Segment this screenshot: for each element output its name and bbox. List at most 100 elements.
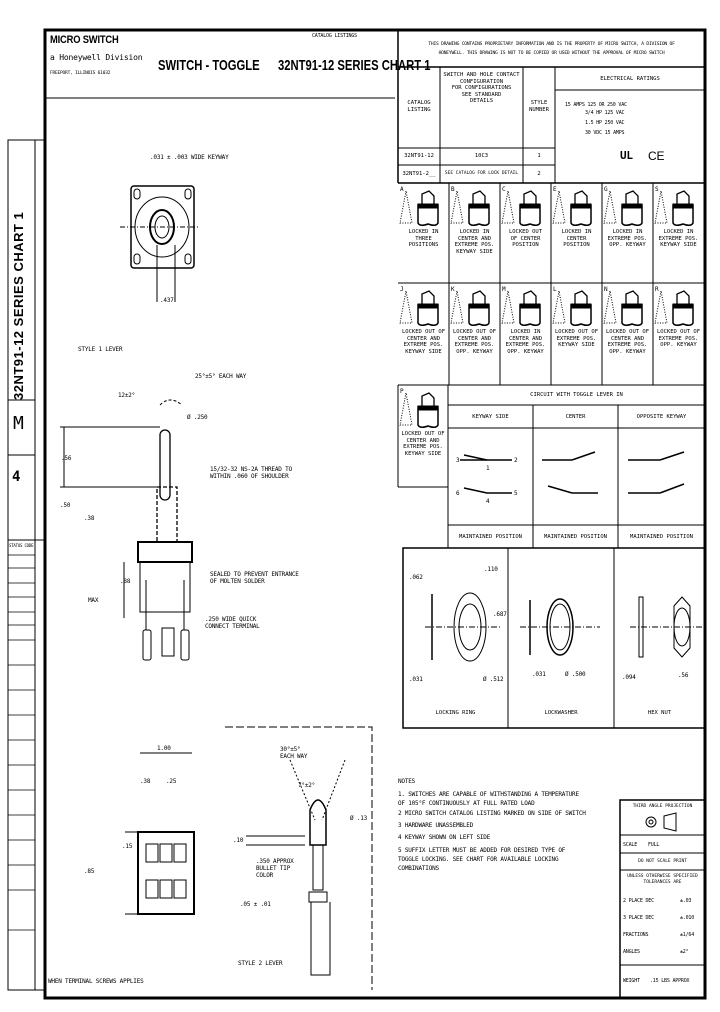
- toggle-lock-cell: L LOCKED OUT OF EXTREME POS. KEYWAY SIDE: [551, 283, 602, 383]
- lock-label: LOCKED OUT OF CENTER AND EXTREME POS. OP…: [605, 329, 650, 355]
- lock-letter: K: [451, 286, 455, 293]
- header-configuration: SWITCH AND HOLE CONTACT CONFIGURATION FO…: [443, 72, 520, 104]
- dim-10: .10: [233, 837, 244, 844]
- travel-triangle-icon: [399, 290, 413, 324]
- row2-listing: 32NT91-2__: [402, 171, 436, 177]
- tip-note: .350 APPROX BULLET TIP COLOR: [256, 858, 294, 879]
- toggle-lock-icon: [399, 290, 439, 327]
- brand-logo: MICRO SWITCH: [50, 34, 119, 46]
- lever-dia: Ø .250: [187, 414, 208, 421]
- sheet-number: 4: [12, 469, 21, 485]
- bushing-icon: [417, 304, 439, 327]
- row1-style: 1: [537, 153, 541, 159]
- tolerance-value: ±.03: [680, 898, 692, 904]
- note-1: 1. SWITCHES ARE CAPABLE OF WITHSTANDING …: [398, 791, 579, 807]
- lock-label: LOCKED IN CENTER AND EXTREME POS. OPP. K…: [505, 329, 546, 355]
- lock-letter: C: [502, 186, 506, 193]
- toggle-lock-icon: [399, 190, 439, 227]
- circuit-footer-2: MAINTAINED POSITION: [544, 534, 607, 540]
- nut-dim-2: .56: [678, 672, 689, 679]
- tolerance-value: ±.010: [680, 915, 695, 921]
- lock-cam-icon: [574, 190, 588, 204]
- bushing-icon: [417, 204, 439, 227]
- bushing-icon: [570, 204, 592, 227]
- lock-cam-icon: [676, 190, 690, 204]
- max-label: MAX: [88, 597, 99, 604]
- lock-letter: M: [502, 286, 506, 293]
- nut-dim-1: .094: [622, 674, 636, 681]
- washer-dim-2: Ø .500: [565, 671, 586, 678]
- terminal-4: 4: [486, 498, 490, 505]
- chart-title: 32NT91-12 SERIES CHART 1: [278, 57, 431, 74]
- tolerance-label: ANGLES: [623, 949, 640, 955]
- lock-label: LOCKED OUT OF CENTER AND EXTREME POS. KE…: [401, 431, 445, 457]
- travel-triangle-icon: [501, 190, 515, 224]
- circuit-footer-3: MAINTAINED POSITION: [630, 534, 693, 540]
- toggle-lock-icon: [450, 190, 490, 227]
- projection-label: THIRD ANGLE PROJECTION: [632, 804, 693, 809]
- toggle-lock-cell: S LOCKED IN EXTREME POS. KEYWAY SIDE: [653, 183, 704, 283]
- lock-cam-icon: [625, 190, 639, 204]
- address: FREEPORT, ILLINOIS 61032: [50, 71, 111, 76]
- rating-4: 30 VDC 15 AMPS: [585, 130, 625, 136]
- style2-label: STYLE 2 LEVER: [238, 960, 283, 967]
- notes-title: NOTES: [398, 778, 416, 785]
- lock-letter: A: [400, 186, 404, 193]
- terminal-5: 5: [514, 490, 518, 497]
- division-name: a Honeywell Division: [50, 53, 143, 62]
- drawing-title: SWITCH - TOGGLE: [158, 57, 260, 74]
- ring-dim-2: .110: [484, 566, 498, 573]
- tolerance-label: FRACTIONS: [623, 932, 649, 938]
- lockwasher-label: LOCKWASHER: [544, 710, 578, 716]
- bushing-icon: [417, 406, 439, 429]
- lock-label: LOCKED OUT OF CENTER AND EXTREME POS. OP…: [452, 329, 497, 355]
- side-strip-title: 32NT91-12 SERIES CHART 1: [11, 211, 26, 400]
- circuit-col-keyway: KEYWAY SIDE: [472, 414, 509, 420]
- lock-letter: E: [553, 186, 557, 193]
- bushing-icon: [570, 304, 592, 327]
- travel-triangle-icon: [603, 190, 617, 224]
- row1-listing: 32NT91-12: [404, 153, 434, 159]
- note-4: 4 KEYWAY SHOWN ON LEFT SIDE: [398, 834, 491, 841]
- dim-38: .38: [140, 778, 151, 785]
- travel-triangle-icon: [399, 392, 413, 426]
- weight-label: WEIGHT: [623, 978, 640, 984]
- keyway-dim: .437: [160, 297, 174, 304]
- header-electrical-ratings: ELECTRICAL RATINGS: [600, 76, 660, 82]
- lock-letter: L: [553, 286, 557, 293]
- style2-side: Ø .13: [350, 815, 368, 822]
- toggle-lock-icon: [654, 190, 694, 227]
- tolerance-value: ±1/64: [680, 932, 695, 938]
- lock-cam-icon: [523, 290, 537, 304]
- ring-dim-3: .687: [493, 611, 507, 618]
- hex-nut-label: HEX NUT: [647, 710, 672, 716]
- toggle-lock-cell: A LOCKED IN THREE POSITIONS: [398, 183, 449, 283]
- circuit-col-center: CENTER: [565, 414, 586, 420]
- lock-label: LOCKED OUT OF EXTREME POS. OPP. KEYWAY: [656, 329, 701, 348]
- style2-dim: .05 ± .01: [240, 901, 271, 908]
- bushing-icon: [672, 304, 694, 327]
- tolerance-label: 3 PLACE DEC: [623, 915, 654, 921]
- toggle-lock-cell: M LOCKED IN CENTER AND EXTREME POS. OPP.…: [500, 283, 551, 383]
- lock-cam-icon: [523, 190, 537, 204]
- ring-dim-4: .031: [409, 676, 423, 683]
- ring-dim-5: Ø .512: [483, 676, 504, 683]
- status-code: STATUS CODE: [9, 543, 34, 548]
- tolerance-title: UNLESS OTHERWISE SPECIFIED TOLERANCES AR…: [627, 874, 698, 885]
- lock-letter: P: [400, 388, 404, 395]
- lock-label: LOCKED IN CENTER POSITION: [561, 229, 592, 248]
- travel-triangle-icon: [603, 290, 617, 324]
- lock-cam-icon: [625, 290, 639, 304]
- row1-config: 10C3: [474, 153, 489, 159]
- screws-note: WHEN TERMINAL SCREWS APPLIES: [48, 978, 144, 985]
- travel-triangle-icon: [450, 190, 464, 224]
- rating-2: 3/4 HP 125 VAC: [585, 110, 625, 116]
- toggle-lock-cell: E LOCKED IN CENTER POSITION: [551, 183, 602, 283]
- proprietary-note: THIS DRAWING CONTAINS PROPRIETARY INFORM…: [428, 42, 675, 56]
- toggle-lock-icon: [552, 190, 592, 227]
- travel-triangle-icon: [399, 190, 413, 224]
- toggle-lock-icon: [654, 290, 694, 327]
- washer-dim-1: .031: [532, 671, 546, 678]
- toggle-lock-icon: [603, 290, 643, 327]
